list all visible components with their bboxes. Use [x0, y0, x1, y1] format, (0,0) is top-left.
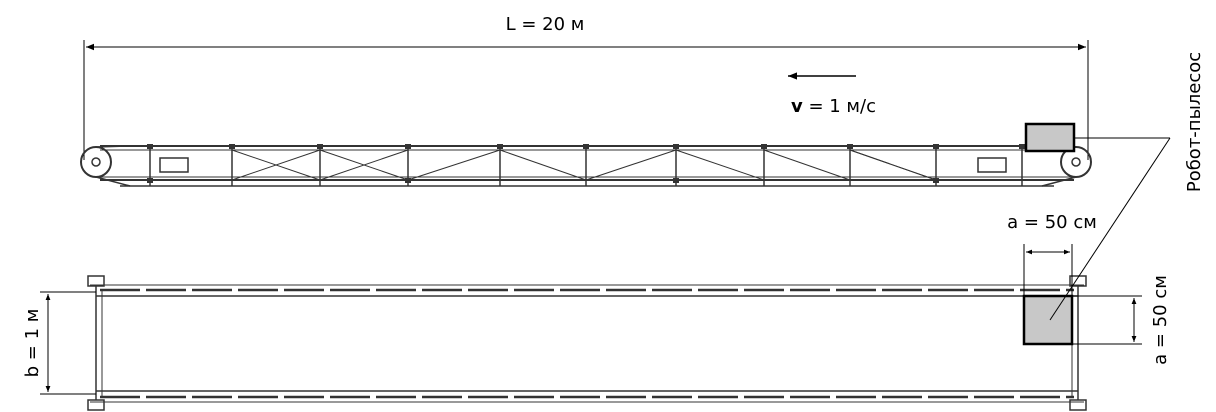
conveyor-top-view	[87, 275, 1087, 411]
velocity-symbol: v	[791, 96, 803, 117]
robot-callout: Робот-пылесос	[1049, 52, 1205, 321]
left-drum-axle	[91, 157, 101, 167]
velocity-value: = 1 м/с	[803, 96, 876, 117]
robot-side-view	[1024, 122, 1076, 153]
truss-joints	[147, 144, 1025, 183]
robot-label: Робот-пылесос	[1184, 52, 1205, 192]
b-dimension: b = 1 м	[22, 291, 96, 395]
left-drum	[80, 146, 112, 178]
left-motor-box	[159, 157, 189, 173]
truss-diagonals	[231, 149, 937, 181]
a-vertical-label: a = 50 см	[1150, 275, 1171, 365]
bracket-top-left	[87, 275, 105, 287]
bracket-bottom-left	[87, 399, 105, 411]
right-drum-axle	[1071, 157, 1081, 167]
bracket-bottom-right	[1069, 399, 1087, 411]
length-dimension: L = 20 м	[83, 14, 1089, 160]
right-motor-box	[977, 157, 1007, 173]
velocity-label: v = 1 м/с	[791, 96, 876, 117]
left-tension-bottom	[95, 176, 131, 187]
left-tension-top	[95, 145, 131, 148]
robot-top-view	[1022, 294, 1074, 346]
robot-leader-bottom	[1049, 137, 1171, 321]
length-label: L = 20 м	[506, 14, 585, 35]
a-vertical-dimension: a = 50 см	[1072, 275, 1171, 365]
bracket-top-right	[1069, 275, 1087, 287]
a-horizontal-dimension: a = 50 см	[1007, 212, 1097, 296]
a-horizontal-label: a = 50 см	[1007, 212, 1097, 233]
velocity-indicator: v = 1 м/с	[788, 72, 876, 117]
conveyor-side-view	[80, 144, 1092, 187]
b-label: b = 1 м	[22, 309, 43, 378]
right-tension-bottom	[1041, 176, 1077, 187]
